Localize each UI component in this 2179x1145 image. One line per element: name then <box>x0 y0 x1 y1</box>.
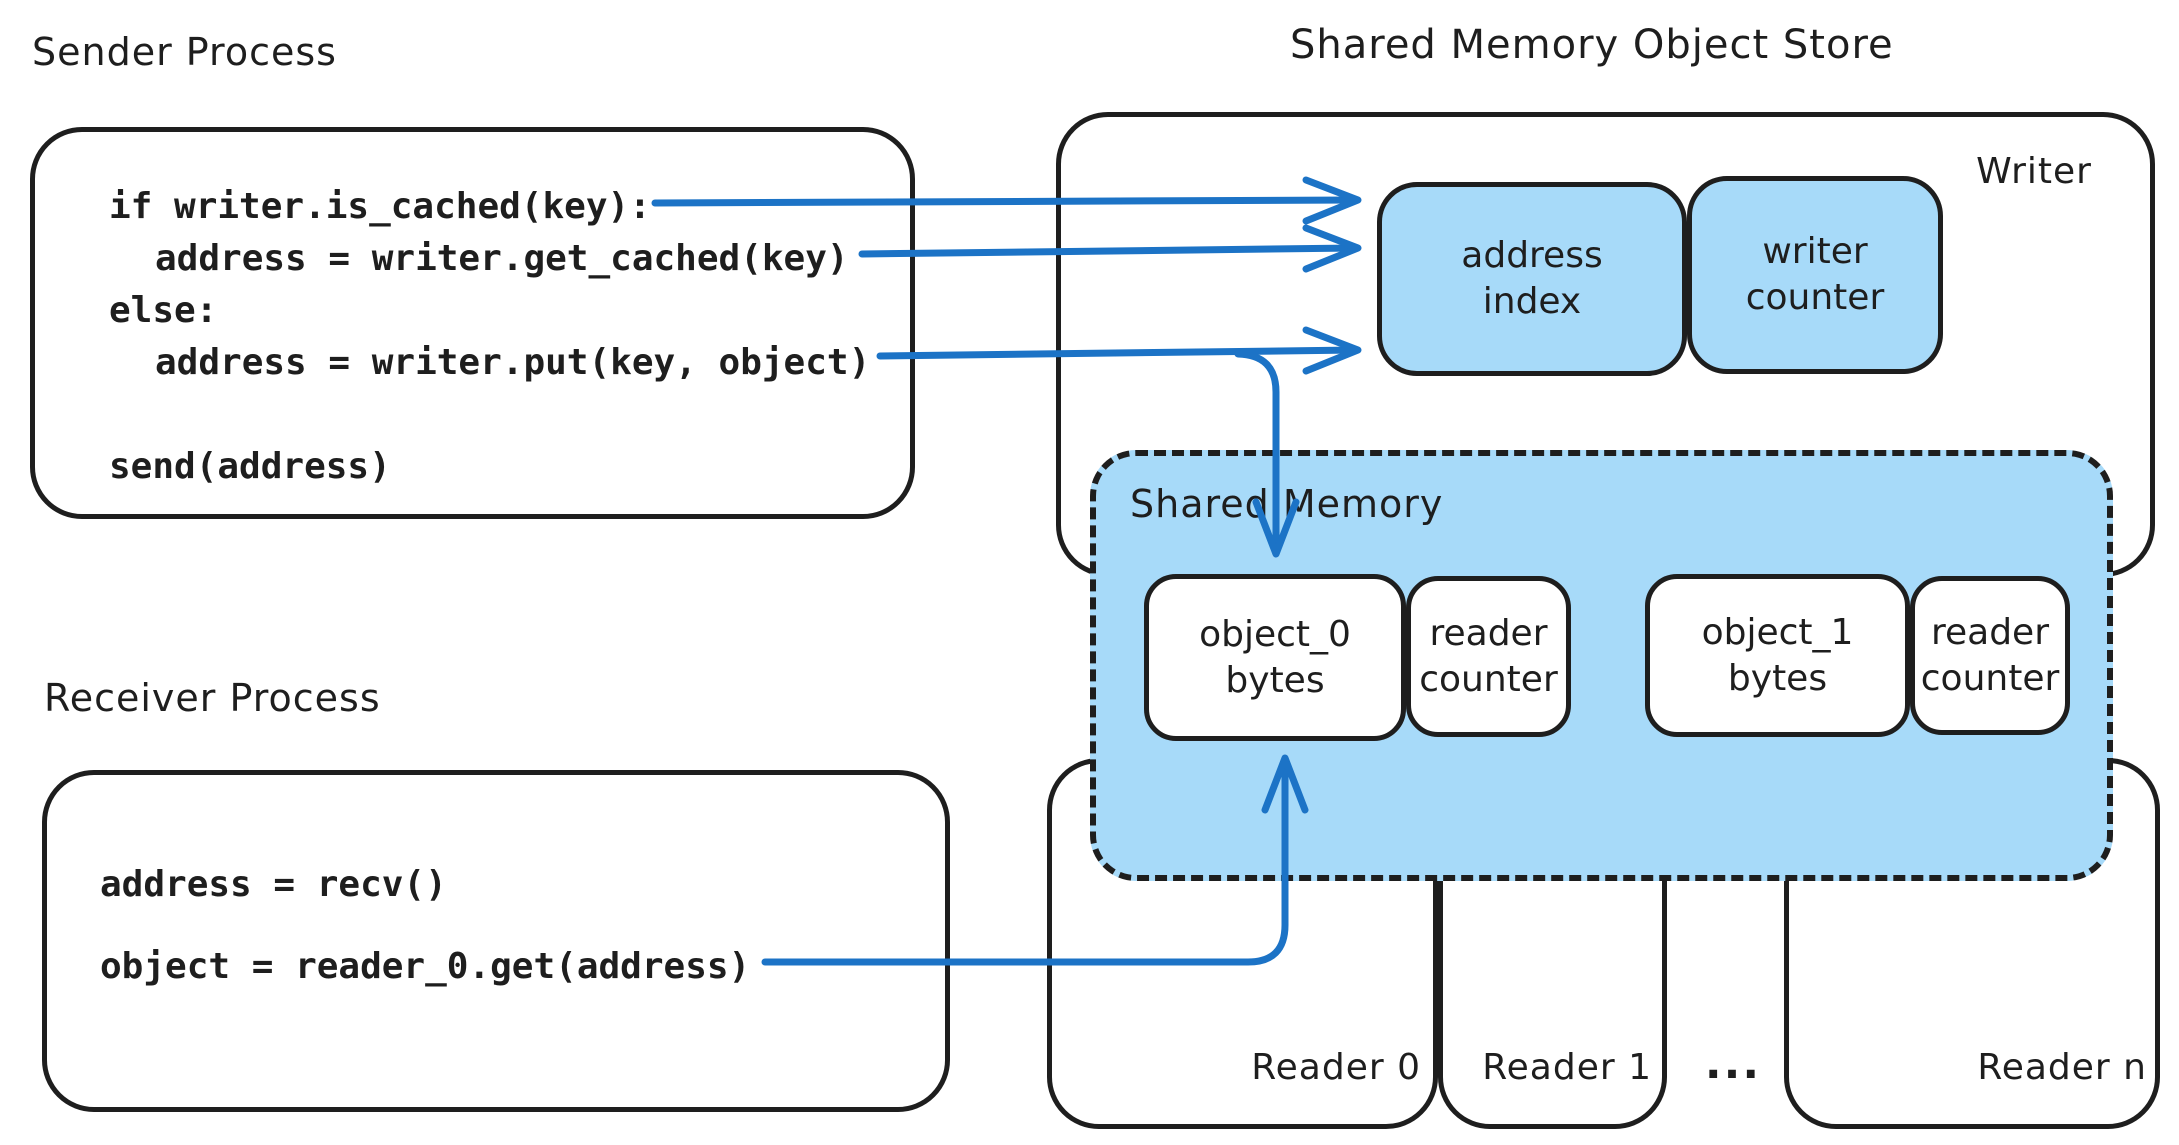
address-index-label: address index <box>1461 235 1603 322</box>
reader-counter-1-box: reader counter <box>1910 576 2070 735</box>
store-title: Shared Memory Object Store <box>1290 22 1894 68</box>
writer-counter-box: writer counter <box>1687 176 1943 374</box>
reader-n-label: Reader n <box>1977 1047 2147 1088</box>
sender-code-box: if writer.is_cached(key): address = writ… <box>30 127 915 519</box>
object-0-label: object_0 bytes <box>1199 613 1351 701</box>
code-line-put: address = writer.put(key, object) <box>155 342 871 383</box>
object-0-box: object_0 bytes <box>1144 574 1406 741</box>
receiver-process-title: Receiver Process <box>44 676 381 720</box>
reader-counter-0-label: reader counter <box>1419 612 1558 700</box>
reader-1-label: Reader 1 <box>1482 1047 1652 1088</box>
code-line-recv: address = recv() <box>100 864 447 905</box>
code-line-send: send(address) <box>109 446 391 487</box>
code-line-is-cached: if writer.is_cached(key): <box>109 186 651 227</box>
sender-process-title: Sender Process <box>32 30 337 74</box>
object-1-box: object_1 bytes <box>1645 574 1910 737</box>
writer-counter-label: writer counter <box>1745 231 1885 318</box>
code-line-get-cached: address = writer.get_cached(key) <box>155 238 849 279</box>
reader-counter-1-label: reader counter <box>1920 611 2060 699</box>
address-index-box: address index <box>1377 182 1687 376</box>
receiver-code-box: address = recv() object = reader_0.get(a… <box>42 770 950 1112</box>
writer-label: Writer <box>1976 151 2092 192</box>
reader-counter-0-box: reader counter <box>1406 576 1571 737</box>
object-1-label: object_1 bytes <box>1701 611 1854 699</box>
shared-memory-label: Shared Memory <box>1130 482 1444 526</box>
readers-ellipsis: ... <box>1704 1038 1762 1089</box>
code-line-else: else: <box>109 290 218 331</box>
reader-0-label: Reader 0 <box>1251 1047 1421 1088</box>
code-line-reader-get: object = reader_0.get(address) <box>100 946 751 987</box>
